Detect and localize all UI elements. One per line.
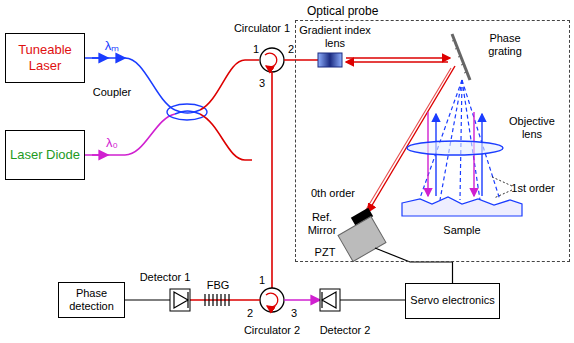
part-name: Detector 1 [140, 271, 191, 284]
signal-name: λₘ [105, 39, 120, 54]
box-label: Servo electronics [410, 294, 494, 307]
port-number: 1 [259, 274, 265, 287]
process-box: Servo electronics [405, 283, 500, 319]
beam-name: 0th order [311, 187, 355, 200]
part-name: Detector 2 [320, 324, 371, 337]
part-name: Ref. Mirror [302, 211, 342, 236]
beam-name: 1st order [511, 182, 554, 195]
part-name: Objective lens [503, 115, 561, 140]
signal-name: λ₀ [106, 136, 118, 151]
region-heading: Optical probe [307, 4, 378, 18]
port-number: 1 [253, 43, 259, 56]
part-name: Circulator 1 [234, 22, 290, 35]
part-name: Gradient index lens [296, 24, 374, 49]
process-box: Phase detection [58, 282, 125, 318]
part-name: FBG [207, 279, 230, 292]
signal-wire [452, 262, 453, 283]
part-name: PZT [315, 246, 336, 259]
port-number: 3 [291, 307, 297, 320]
port-number: 2 [288, 43, 294, 56]
box-label: Tuneable Laser [9, 42, 81, 73]
box-label: Laser Diode [10, 147, 80, 163]
part-name: Coupler [93, 86, 132, 99]
laser-box: Tuneable Laser [5, 33, 85, 83]
port-number: 3 [259, 77, 265, 90]
laser-box: Laser Diode [5, 130, 85, 180]
box-label: Phase detection [62, 287, 121, 313]
part-name: Sample [443, 224, 480, 237]
part-name: Phase grating [481, 32, 529, 57]
part-name: Circulator 2 [244, 324, 300, 337]
port-number: 2 [247, 307, 253, 320]
